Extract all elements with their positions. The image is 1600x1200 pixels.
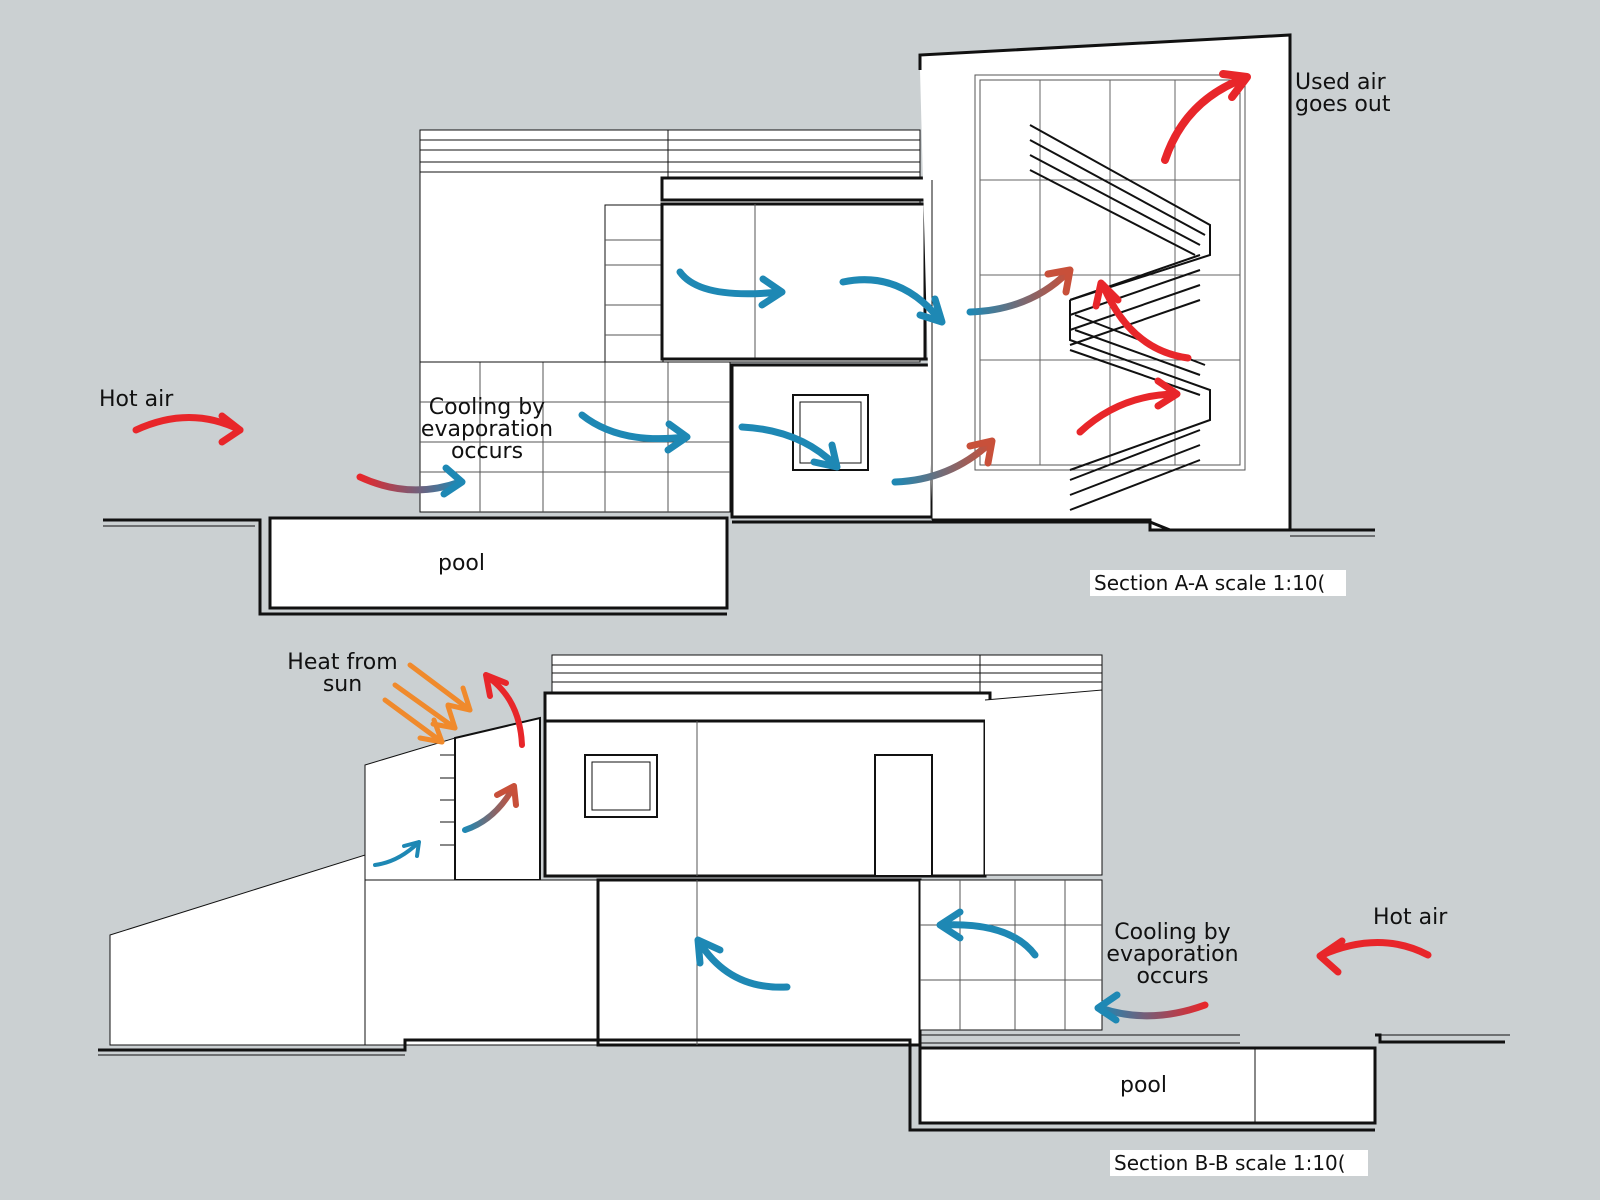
cooling-b-line-1: Cooling by [1114, 920, 1231, 945]
heat-sun-label: Heat from sun [280, 652, 405, 696]
pool-a [268, 516, 729, 610]
pool-label-a: pool [438, 551, 485, 576]
used-air-line-2: goes out [1295, 92, 1391, 117]
sun-ray-2 [392, 682, 458, 731]
section-b-drawing [98, 654, 1510, 1132]
cooling-line-3: occurs [450, 439, 524, 464]
used-air-arrow [1161, 74, 1249, 164]
cooling-line-2: evaporation [420, 417, 554, 442]
cooling-b-line-3: occurs [1136, 964, 1209, 989]
pool-label-b: pool [1120, 1073, 1167, 1098]
section-b-caption: Section B-B scale 1:10( [1110, 1150, 1368, 1176]
cooling-label-b: Cooling by evaporation occurs [1100, 922, 1245, 988]
section-b-airflow [373, 662, 1432, 1024]
door-b [874, 754, 933, 877]
sun-ray-3 [382, 697, 445, 745]
hot-air-label-a: Hot air [99, 387, 174, 412]
cooling-b-line-2: evaporation [1106, 942, 1239, 967]
section-a-caption: Section A-A scale 1:10( [1090, 570, 1346, 596]
used-air-label: Used air goes out [1295, 72, 1390, 116]
cooling-arrow-a [356, 473, 464, 494]
cooling-line-1: Cooling by [428, 395, 546, 420]
pool-b [918, 1046, 1377, 1125]
hot-air-label-b: Hot air [1373, 905, 1448, 930]
section-a-airflow [132, 70, 1251, 498]
cooling-arrow-b [1096, 1001, 1209, 1020]
window-b [584, 754, 658, 818]
used-air-line-1: Used air [1295, 70, 1386, 95]
cooling-label-a: Cooling by evaporation occurs [412, 397, 562, 463]
heat-sun-line-1: Heat from [287, 650, 398, 675]
heat-sun-line-2: sun [322, 672, 363, 697]
sun-ray-1 [407, 662, 473, 713]
